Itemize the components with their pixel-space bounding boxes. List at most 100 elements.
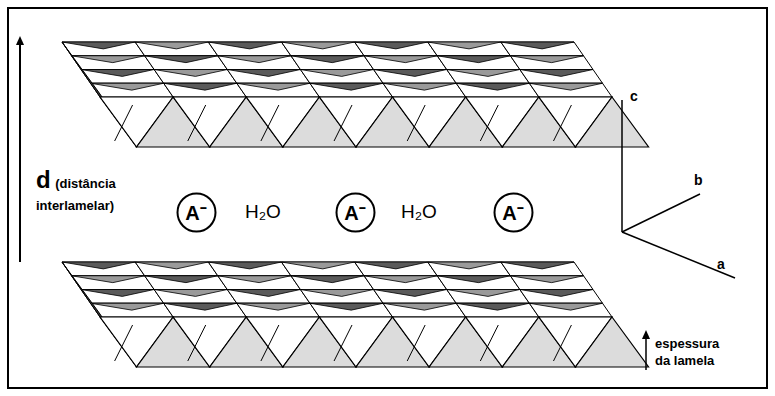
octahedron-top	[208, 42, 291, 56]
octahedron-top	[364, 276, 447, 290]
octahedron-edge	[261, 325, 279, 361]
octahedron-shade	[447, 70, 520, 77]
octahedron-shade	[456, 83, 529, 90]
frame	[8, 8, 767, 388]
circle-outline	[177, 193, 215, 231]
distance-arrow	[19, 40, 21, 262]
octahedron-edge	[261, 105, 279, 141]
octahedron-shade	[227, 70, 300, 77]
octahedron-shade	[520, 290, 593, 297]
octahedron-shade	[529, 303, 602, 310]
octahedron-top	[300, 290, 383, 304]
octahedron-top	[456, 83, 539, 97]
octahedron-shade	[281, 42, 354, 49]
axis-a	[622, 232, 735, 278]
octahedron-shade	[281, 262, 354, 269]
octahedron-top	[145, 276, 228, 290]
octahedron-edge	[553, 325, 571, 361]
octahedron-top	[62, 262, 145, 276]
octahedron-shade	[510, 276, 583, 283]
distance-symbol: d	[36, 166, 51, 193]
octahedron-shade	[145, 56, 218, 63]
octahedron-shade	[81, 290, 154, 297]
octahedron-top	[501, 262, 584, 276]
octahedron-shade	[374, 70, 447, 77]
octahedron-shade	[310, 83, 383, 90]
octahedron-top	[291, 56, 374, 70]
octahedron-shade	[164, 303, 237, 310]
octahedron-top	[510, 276, 593, 290]
octahedron-shade	[291, 56, 364, 63]
octahedron-shade	[364, 276, 437, 283]
octahedron-top	[135, 262, 218, 276]
octahedron-shade	[154, 290, 227, 297]
octahedron-edge	[407, 325, 425, 361]
octahedron-top	[300, 70, 383, 84]
octahedron-shade	[62, 262, 135, 269]
octahedron-top	[529, 83, 612, 97]
octahedron-shade	[510, 56, 583, 63]
octahedron-top	[237, 83, 320, 97]
octahedron-top	[218, 56, 301, 70]
octahedron-top	[227, 70, 310, 84]
octahedron-top	[374, 290, 457, 304]
octahedron-shade	[383, 83, 456, 90]
axis-b	[622, 194, 700, 232]
octahedron-shade	[355, 262, 428, 269]
anion-label: A⁻	[185, 199, 206, 226]
circle-outline	[494, 193, 532, 231]
octahedron-top	[437, 56, 520, 70]
octahedron-shade	[355, 42, 428, 49]
water-label: H₂O	[401, 201, 437, 223]
octahedron-top	[164, 303, 247, 317]
octahedron-top	[291, 276, 374, 290]
octahedral-layer	[62, 42, 649, 147]
circle-outline	[336, 193, 374, 231]
octahedron-edge	[480, 105, 498, 141]
octahedron-top	[520, 290, 603, 304]
octahedron-top	[447, 70, 530, 84]
octahedron-top	[520, 70, 603, 84]
octahedron-shade	[529, 83, 602, 90]
octahedron-top	[383, 303, 466, 317]
anion-label: A⁻	[502, 199, 523, 226]
octahedron-shade	[456, 303, 529, 310]
octahedron-shade	[501, 262, 574, 269]
octahedron-shade	[447, 290, 520, 297]
octahedron-shade	[208, 262, 281, 269]
octahedron-shade	[374, 290, 447, 297]
octahedron-shade	[428, 42, 501, 49]
octahedral-layer	[62, 262, 649, 367]
octahedron-shade	[91, 303, 164, 310]
octahedron-edge	[188, 105, 206, 141]
octahedron-top	[437, 276, 520, 290]
octahedron-top	[281, 42, 364, 56]
octahedron-top	[208, 262, 291, 276]
octahedron-top	[154, 70, 237, 84]
thickness-arrow	[645, 334, 647, 370]
octahedron-shade	[72, 276, 145, 283]
octahedron-edge	[115, 105, 133, 141]
octahedron-top	[135, 42, 218, 56]
octahedron-shade	[237, 83, 310, 90]
octahedron-top	[154, 290, 237, 304]
octahedron-top	[456, 303, 539, 317]
anion-circle: A⁻	[176, 192, 217, 233]
anion-circle: A⁻	[335, 192, 376, 233]
octahedron-top	[81, 70, 164, 84]
thickness-label: espessura da lamela	[655, 336, 737, 370]
axis-c	[621, 100, 623, 232]
octahedron-shade	[428, 262, 501, 269]
axis-label: a	[717, 256, 725, 272]
octahedron-shade	[91, 83, 164, 90]
octahedron-shade	[227, 290, 300, 297]
octahedron-shade	[135, 42, 208, 49]
octahedron-top	[355, 262, 438, 276]
octahedron-shade	[218, 276, 291, 283]
octahedron-top	[428, 262, 511, 276]
octahedron-top	[510, 56, 593, 70]
octahedron-top	[501, 42, 584, 56]
distance-annotation: d (distância interlamelar)	[36, 166, 158, 214]
octahedron-shade	[300, 290, 373, 297]
